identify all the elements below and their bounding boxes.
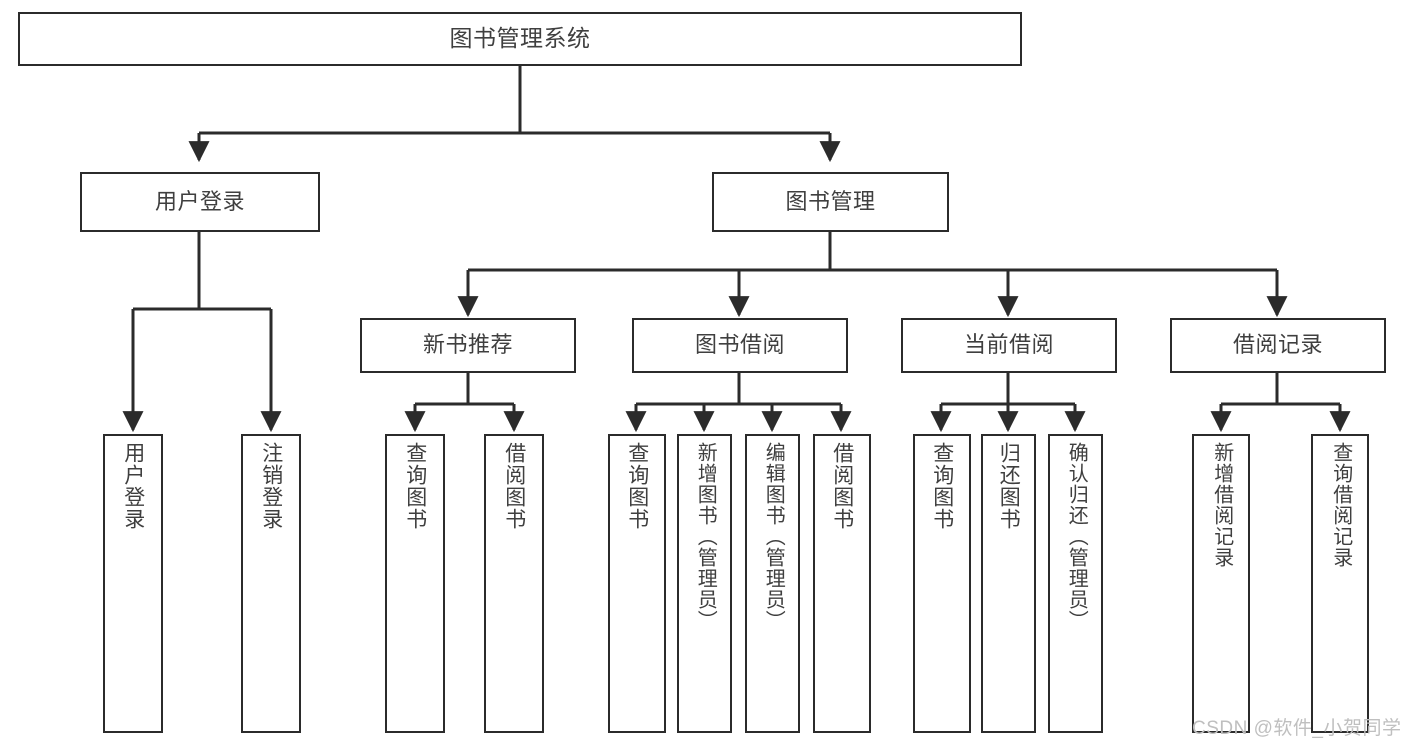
node-label: 确认归还（管理员） (1065, 442, 1088, 631)
node-label: 当前借阅 (963, 332, 1054, 358)
node-label: 查询借阅记录 (1329, 442, 1352, 568)
node-label: 新增图书（管理员） (694, 442, 717, 631)
node-label: 用户登录 (154, 188, 245, 214)
node-current-borrow[interactable]: 当前借阅 (901, 318, 1117, 373)
node-label: 归还图书 (997, 442, 1021, 530)
node-label: 查询图书 (403, 442, 427, 530)
leaf-query-book-recommend[interactable]: 查询图书 (385, 434, 445, 733)
node-label: 用户登录 (121, 442, 145, 530)
leaf-add-book-admin[interactable]: 新增图书（管理员） (677, 434, 732, 733)
node-new-book-recommend[interactable]: 新书推荐 (360, 318, 576, 373)
node-label: 查询图书 (930, 442, 954, 530)
leaf-borrow-book-recommend[interactable]: 借阅图书 (484, 434, 544, 733)
leaf-query-book-current[interactable]: 查询图书 (913, 434, 971, 733)
leaf-query-borrow-record[interactable]: 查询借阅记录 (1311, 434, 1369, 733)
leaf-return-book[interactable]: 归还图书 (981, 434, 1036, 733)
node-label: 借阅记录 (1232, 332, 1323, 358)
leaf-edit-book-admin[interactable]: 编辑图书（管理员） (745, 434, 800, 733)
node-label: 图书管理系统 (449, 25, 591, 52)
node-label: 新增借阅记录 (1210, 442, 1233, 568)
leaf-user-login[interactable]: 用户登录 (103, 434, 163, 733)
node-label: 注销登录 (259, 442, 283, 530)
node-label: 查询图书 (625, 442, 649, 530)
node-label: 借阅图书 (502, 442, 526, 530)
leaf-add-borrow-record[interactable]: 新增借阅记录 (1192, 434, 1250, 733)
node-label: 编辑图书（管理员） (762, 442, 785, 631)
csdn-watermark: CSDN @软件_小贺同学 (1192, 718, 1402, 739)
leaf-query-book-borrow[interactable]: 查询图书 (608, 434, 666, 733)
leaf-logout[interactable]: 注销登录 (241, 434, 301, 733)
leaf-borrow-book[interactable]: 借阅图书 (813, 434, 871, 733)
node-borrow-record[interactable]: 借阅记录 (1170, 318, 1386, 373)
node-label: 图书管理 (785, 188, 876, 214)
node-root-book-management-system[interactable]: 图书管理系统 (18, 12, 1022, 66)
node-user-login[interactable]: 用户登录 (80, 172, 320, 232)
node-label: 新书推荐 (422, 332, 513, 358)
node-book-management[interactable]: 图书管理 (712, 172, 949, 232)
node-book-borrow[interactable]: 图书借阅 (632, 318, 848, 373)
leaf-confirm-return-admin[interactable]: 确认归还（管理员） (1048, 434, 1103, 733)
node-label: 借阅图书 (830, 442, 854, 530)
node-label: 图书借阅 (694, 332, 785, 358)
